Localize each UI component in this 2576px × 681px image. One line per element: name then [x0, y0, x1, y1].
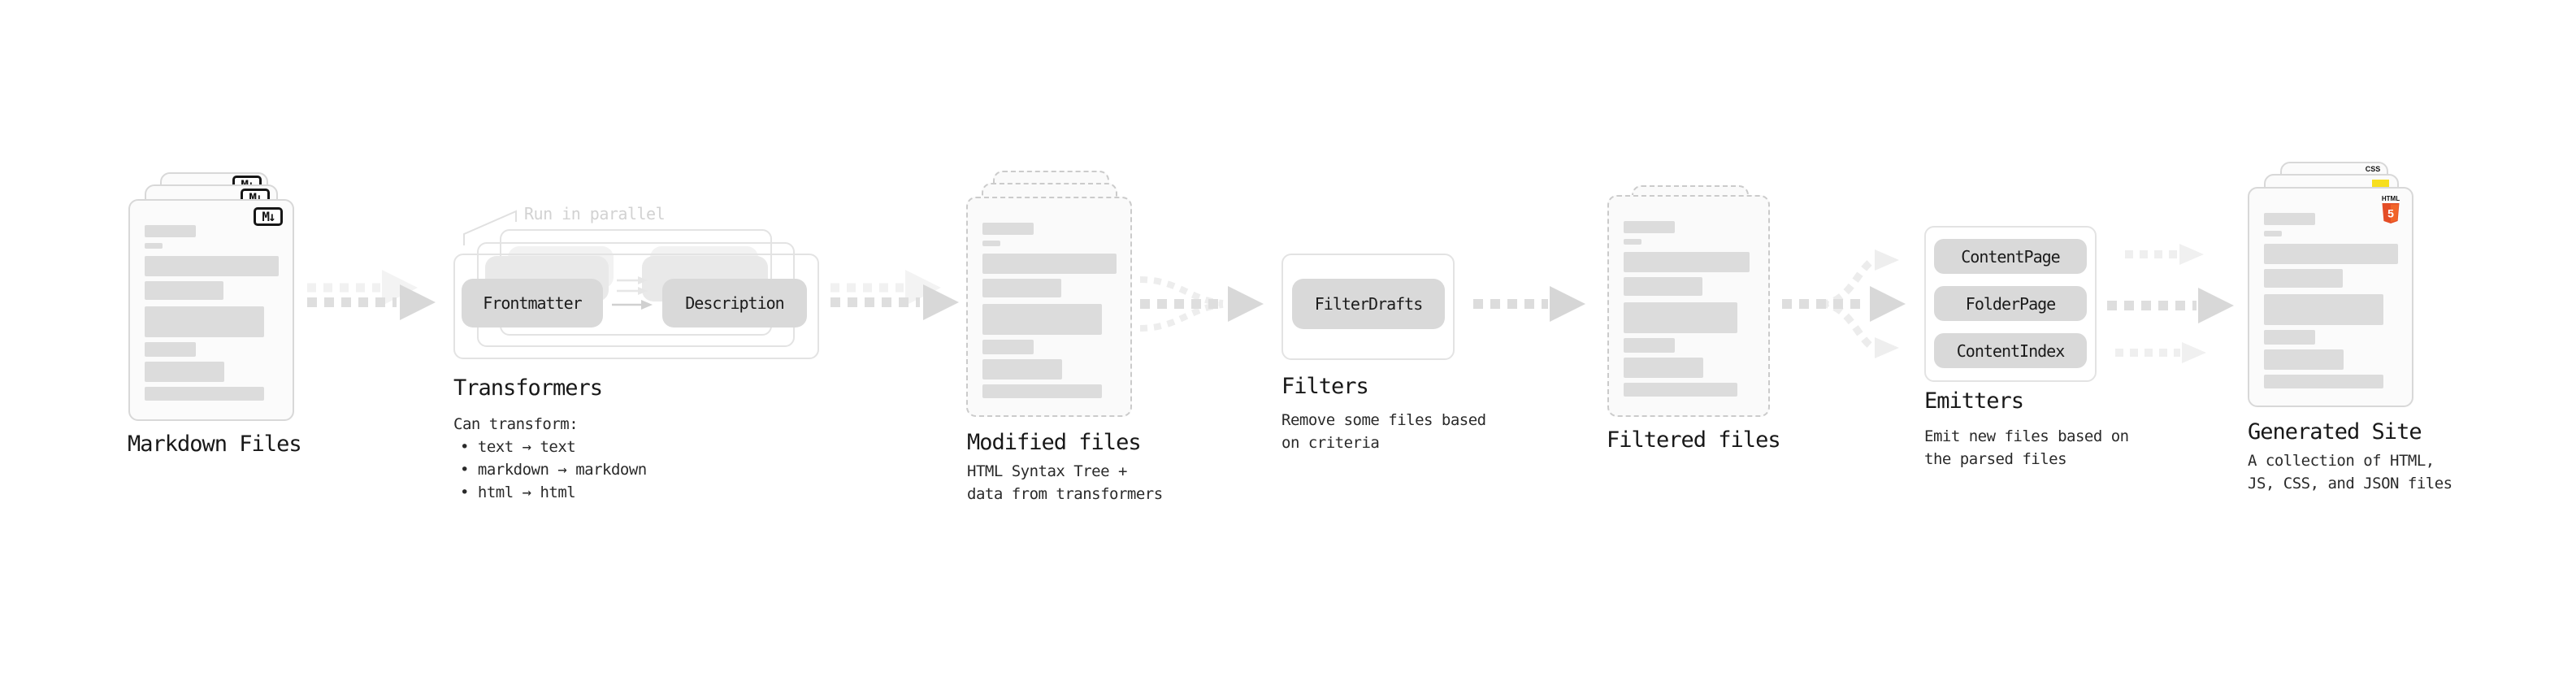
subtitle-line: Emit new files based on: [1924, 427, 2129, 445]
svg-text:5: 5: [2387, 207, 2394, 220]
subtitle-line: data from transformers: [967, 485, 1163, 503]
subtitle-line: JS, CSS, and JSON files: [2248, 475, 2452, 492]
text-line-placeholder: [1624, 252, 1750, 272]
dashed-arrow-icon: [1473, 286, 1585, 322]
text-line-placeholder: [145, 256, 279, 276]
text-line-placeholder: [1624, 239, 1641, 245]
triple-arrow-icon: [2107, 244, 2234, 363]
text-line-placeholder: [2264, 244, 2398, 264]
markdown-icon: M↓: [254, 207, 283, 226]
subtitle-line: Remove some files based: [1281, 411, 1486, 429]
text-line-placeholder: [2264, 213, 2315, 225]
text-line-placeholder: [1624, 358, 1703, 378]
text-line-placeholder: [982, 384, 1102, 398]
text-line-placeholder: [982, 241, 1000, 246]
text-line-placeholder: [1624, 221, 1675, 233]
text-line-placeholder: [2264, 231, 2282, 236]
merge-arrow-icon: [1139, 276, 1264, 332]
transformer-frame-front: Frontmatter Description: [453, 254, 819, 359]
transformer-pill-description: Description: [662, 279, 807, 327]
text-line-placeholder: [2264, 375, 2383, 388]
text-line-placeholder: [145, 225, 196, 237]
site-doc-html: HTML 5: [2248, 187, 2413, 407]
dashed-arrow-icon: [307, 270, 436, 320]
stage-title: Markdown Files: [128, 432, 302, 457]
stage-title: Emitters: [1924, 388, 2024, 414]
transformer-pill-frontmatter: Frontmatter: [462, 279, 603, 327]
emitter-pill-contentindex: ContentIndex: [1934, 333, 2087, 368]
text-line-placeholder: [2264, 294, 2383, 325]
filters-frame: FilterDrafts: [1281, 254, 1455, 360]
subtitle-line: the parsed files: [1924, 450, 2067, 468]
filter-pill-filterdrafts: FilterDrafts: [1292, 279, 1445, 329]
annotation-leader-line: [463, 210, 517, 245]
text-line-placeholder: [2264, 330, 2315, 345]
javascript-icon: [2372, 180, 2389, 189]
bullet-item: • html → html: [460, 484, 576, 501]
text-line-placeholder: [145, 362, 224, 382]
emitter-pill-folderpage: FolderPage: [1934, 286, 2087, 321]
text-line-placeholder: [1624, 302, 1737, 333]
subtitle-line: on criteria: [1281, 434, 1380, 452]
text-line-placeholder: [982, 279, 1061, 297]
emitters-frame: ContentPage FolderPage ContentIndex: [1924, 226, 2097, 382]
text-line-placeholder: [2264, 349, 2344, 370]
text-line-placeholder: [982, 340, 1034, 354]
text-line-placeholder: [145, 281, 223, 300]
text-line-placeholder: [145, 306, 264, 337]
subtitle-line: HTML Syntax Tree +: [967, 462, 1127, 480]
emitter-pill-contentpage: ContentPage: [1934, 239, 2087, 274]
text-line-placeholder: [1624, 338, 1675, 353]
text-line-placeholder: [982, 359, 1062, 380]
stage-title: Transformers: [453, 375, 603, 401]
text-line-placeholder: [982, 304, 1102, 335]
stage-title: Generated Site: [2248, 419, 2422, 445]
text-line-placeholder: [145, 243, 163, 249]
html5-icon: HTML 5: [2381, 195, 2400, 223]
transformers-bullets: • text → text • markdown → markdown • ht…: [460, 436, 647, 504]
text-line-placeholder: [145, 387, 264, 401]
stage-title: Filters: [1281, 374, 1369, 399]
filtered-doc-front: [1607, 195, 1770, 417]
text-line-placeholder: [145, 342, 196, 357]
stage-subtitle: HTML Syntax Tree + data from transformer…: [967, 460, 1163, 505]
text-line-placeholder: [1624, 383, 1737, 397]
text-line-placeholder: [982, 254, 1117, 274]
transformers-heading: Can transform:: [453, 415, 579, 433]
text-line-placeholder: [2264, 269, 2343, 288]
stage-subtitle: Emit new files based on the parsed files: [1924, 425, 2129, 471]
stage-title: Modified files: [967, 430, 1142, 455]
text-line-placeholder: [1624, 277, 1702, 296]
text-line-placeholder: [982, 223, 1034, 235]
parallel-arrows-icon: [612, 276, 653, 310]
fanout-arrow-icon: [1782, 249, 1906, 358]
stage-title: Filtered files: [1607, 427, 1781, 453]
stage-subtitle: Remove some files based on criteria: [1281, 409, 1486, 454]
run-in-parallel-label: Run in parallel: [524, 204, 666, 223]
bullet-item: • text → text: [460, 438, 576, 456]
subtitle-line: A collection of HTML,: [2248, 452, 2435, 470]
modified-doc-front: [966, 197, 1132, 417]
bullet-item: • markdown → markdown: [460, 461, 647, 479]
stage-subtitle: A collection of HTML, JS, CSS, and JSON …: [2248, 449, 2452, 495]
dashed-arrow-icon: [830, 270, 959, 320]
markdown-doc-front: M↓: [128, 199, 294, 421]
